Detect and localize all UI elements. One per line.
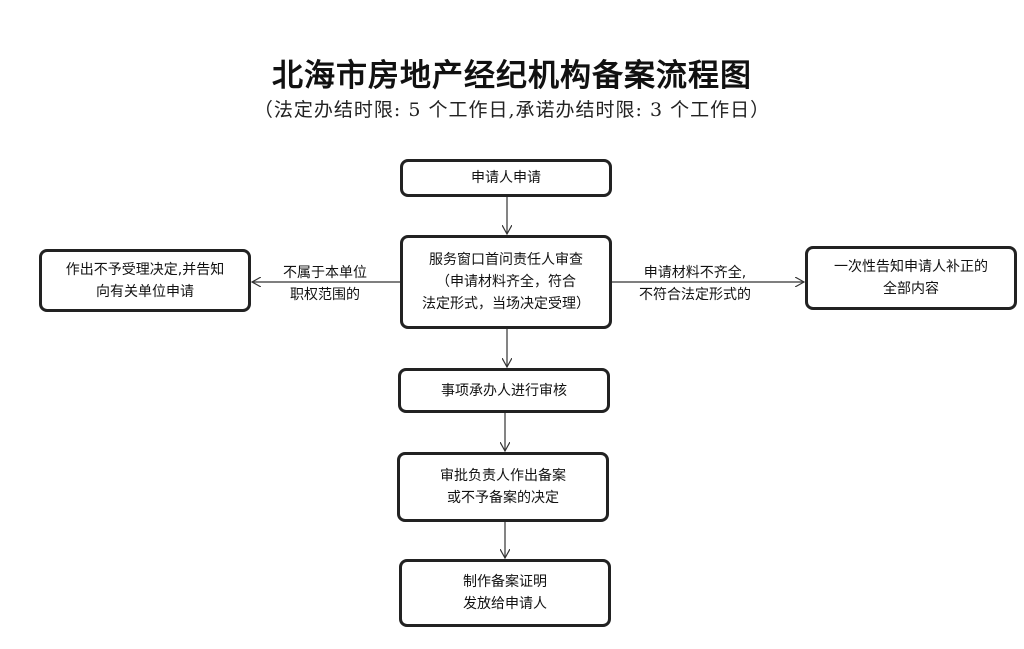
edge-label-left-line: 职权范围的 bbox=[290, 287, 360, 303]
node-reject: 作出不予受理决定,并告知 向有关单位申请 bbox=[39, 249, 251, 312]
node-notify: 一次性告知申请人补正的 全部内容 bbox=[805, 246, 1017, 310]
node-approve-line: 或不予备案的决定 bbox=[447, 490, 559, 506]
node-apply-line: 申请人申请 bbox=[471, 170, 541, 186]
edge-label-left-line: 不属于本单位 bbox=[283, 265, 367, 281]
node-reject-line: 向有关单位申请 bbox=[96, 283, 194, 300]
page-subtitle: （法定办结时限: 5 个工作日,承诺办结时限: 3 个工作日） bbox=[253, 99, 771, 121]
edge-label-left: 不属于本单位 职权范围的 bbox=[262, 262, 388, 306]
edge-label-right-line: 不符合法定形式的 bbox=[639, 287, 751, 303]
node-certificate: 制作备案证明 发放给申请人 bbox=[399, 559, 611, 627]
edge-label-right-line: 申请材料不齐全, bbox=[643, 265, 747, 281]
node-certificate-line: 发放给申请人 bbox=[463, 596, 547, 612]
page-title: 北海市房地产经纪机构备案流程图 bbox=[272, 58, 752, 94]
node-certificate-line: 制作备案证明 bbox=[463, 574, 547, 590]
node-review-line: （申请材料齐全，符合 bbox=[436, 274, 576, 290]
node-approve-line: 审批负责人作出备案 bbox=[440, 468, 566, 484]
node-process: 事项承办人进行审核 bbox=[398, 368, 610, 413]
node-review-line: 法定形式，当场决定受理） bbox=[422, 296, 590, 312]
node-review: 服务窗口首问责任人审查 （申请材料齐全，符合 法定形式，当场决定受理） bbox=[400, 235, 612, 329]
node-approve: 审批负责人作出备案 或不予备案的决定 bbox=[397, 452, 609, 522]
node-review-line: 服务窗口首问责任人审查 bbox=[429, 252, 583, 268]
node-notify-line: 全部内容 bbox=[883, 281, 939, 297]
node-process-line: 事项承办人进行审核 bbox=[441, 382, 567, 399]
node-reject-line: 作出不予受理决定,并告知 bbox=[65, 261, 225, 278]
node-notify-line: 一次性告知申请人补正的 bbox=[834, 259, 988, 275]
node-apply: 申请人申请 bbox=[400, 159, 612, 197]
edge-label-right: 申请材料不齐全, 不符合法定形式的 bbox=[620, 262, 770, 306]
